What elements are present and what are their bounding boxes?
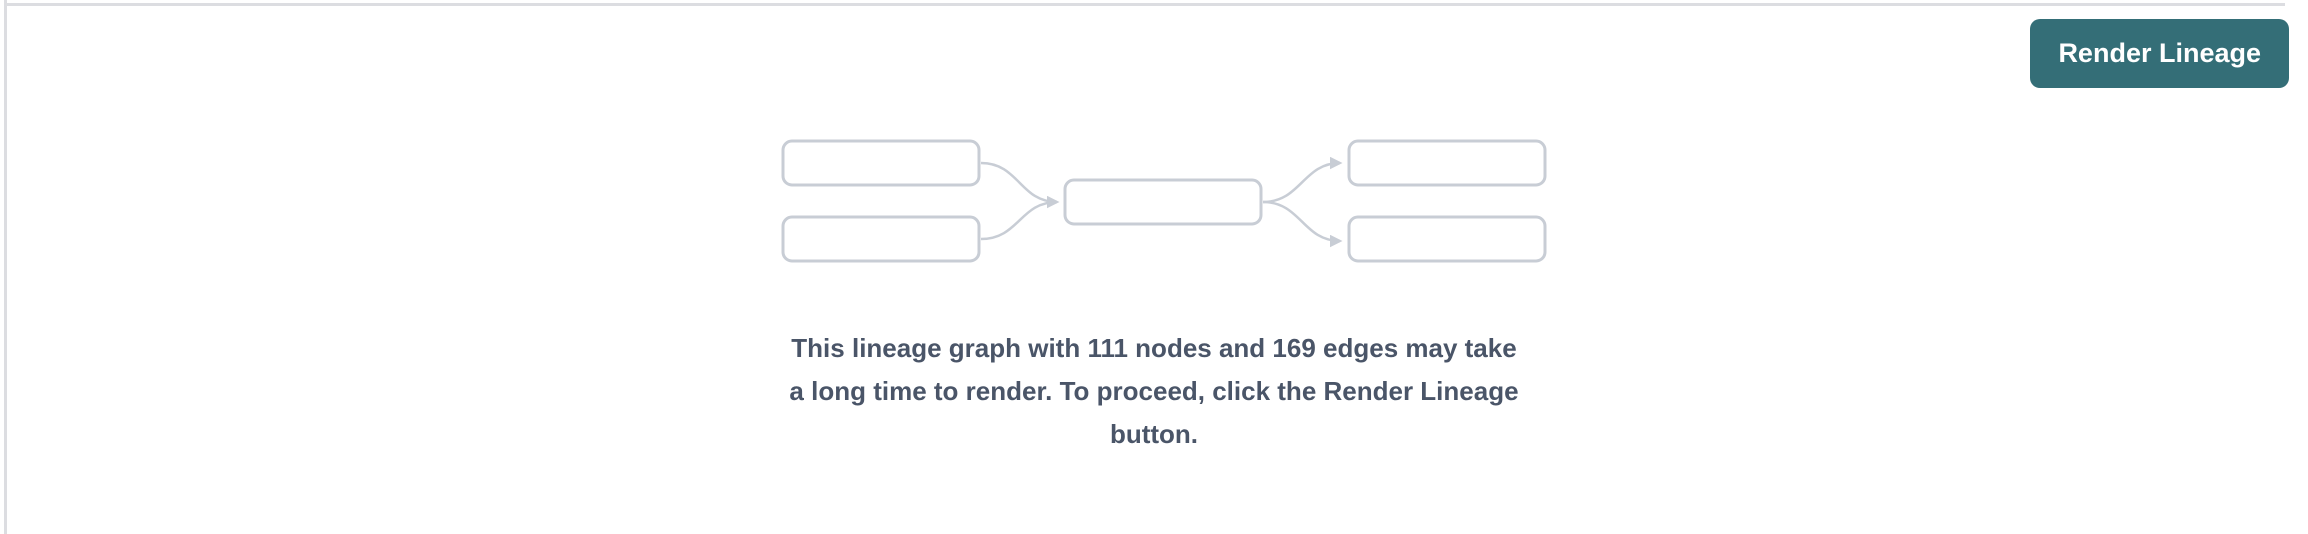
- panel-top-border: [5, 3, 2285, 6]
- edge-arrow: [980, 200, 1058, 241]
- node-box: [781, 215, 981, 263]
- node-boxes: [781, 139, 1547, 263]
- lineage-placeholder: This lineage graph with 111 nodes and 16…: [654, 130, 1654, 456]
- panel-left-border: [4, 0, 7, 534]
- message-line: This lineage graph with 111 nodes and 16…: [791, 333, 1517, 363]
- edge-arrow: [980, 161, 1060, 209]
- node-box: [781, 139, 981, 187]
- node-box: [1347, 139, 1547, 187]
- lineage-placeholder-diagram-icon: [781, 139, 1547, 263]
- render-warning-message: This lineage graph with 111 nodes and 16…: [789, 327, 1518, 456]
- message-line: a long time to render. To proceed, click…: [789, 376, 1519, 406]
- message-line: button.: [1109, 419, 1199, 449]
- render-lineage-button[interactable]: Render Lineage: [2030, 19, 2289, 88]
- node-box: [1063, 178, 1263, 226]
- node-box: [1347, 215, 1547, 263]
- edge-arrows: [980, 156, 1343, 248]
- edge-arrow: [1262, 156, 1343, 204]
- edge-arrow: [1262, 200, 1343, 248]
